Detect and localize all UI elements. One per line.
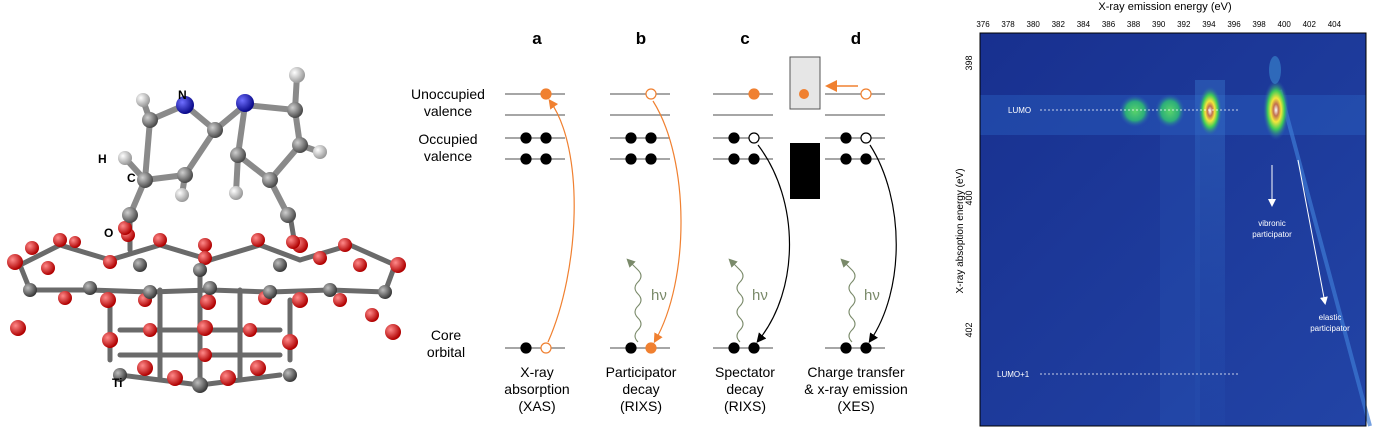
lumo-label: LUMO: [1008, 106, 1031, 115]
photon-wiggles: [626, 258, 856, 343]
panel-letter-c: c: [740, 29, 749, 48]
map-x-tick-label: 400: [1278, 20, 1292, 29]
caption-a-line2: absorption: [504, 381, 569, 397]
atom-label-n: N: [178, 88, 187, 102]
map-x-tick-label: 388: [1127, 20, 1141, 29]
map-x-tick-label: 402: [1303, 20, 1317, 29]
spectator-decay-arrow: [756, 144, 791, 343]
vibronic-label-line1: vibronic: [1258, 219, 1286, 228]
substrate-valence-band: [790, 143, 820, 199]
caption-a-line1: X-ray: [520, 364, 553, 380]
oxygen-atoms: [7, 221, 406, 386]
atom-label-ti: Ti: [112, 376, 122, 390]
map-peak-3: [1198, 86, 1222, 136]
panel-letter-b: b: [636, 29, 646, 48]
panel-letter-d: d: [851, 29, 861, 48]
map-x-tick-label: 384: [1077, 20, 1091, 29]
xes-decay-arrow: [868, 144, 897, 343]
caption-b-line2: decay: [622, 381, 659, 397]
map-y-tick-label: 402: [964, 322, 974, 337]
electrons: [520, 88, 872, 354]
caption-c-line1: Spectator: [715, 364, 775, 380]
panel-letter-a: a: [532, 29, 542, 48]
caption-d-line2: & x-ray emission: [804, 381, 907, 397]
unoccupied-label-line1: Unoccupied: [411, 86, 485, 102]
atom-label-o: O: [104, 226, 113, 240]
caption-b-line1: Participator: [606, 364, 677, 380]
caption-a-line3: (XAS): [518, 398, 555, 414]
unoccupied-label-line2: valence: [424, 103, 472, 119]
map-peak-4: [1263, 80, 1289, 140]
ligand-bonds: [122, 72, 323, 218]
core-label-line2: orbital: [427, 344, 465, 360]
substrate-conduction-band: [789, 56, 821, 110]
hydrogen-atoms: [118, 67, 327, 202]
map-peak-1: [1119, 95, 1151, 127]
atom-label-h: H: [98, 152, 107, 166]
core-label-line1: Core: [431, 327, 462, 343]
elastic-label-line1: elastic: [1319, 313, 1342, 322]
map-x-tick-label: 394: [1202, 20, 1216, 29]
map-x-tick-label: 390: [1152, 20, 1166, 29]
map-peak-2: [1155, 94, 1185, 128]
atom-label-c: C: [127, 171, 136, 185]
rixs-map: X-ray emission energy (eV) 376 378 380 382 3…: [955, 1, 1372, 427]
titanium-atoms: [23, 258, 392, 393]
vibronic-label-line2: participator: [1252, 230, 1292, 239]
map-x-tick-label: 382: [1052, 20, 1066, 29]
photon-label-b: hν: [651, 287, 667, 304]
caption-d-line3: (XES): [837, 398, 874, 414]
map-x-tick-label: 378: [1001, 20, 1015, 29]
absorption-arrow: [547, 99, 575, 343]
lumo1-label: LUMO+1: [997, 370, 1030, 379]
molecule-illustration: N H C O Ti: [7, 67, 406, 393]
map-x-tick-label: 376: [976, 20, 990, 29]
carbon-atoms: [122, 102, 308, 223]
caption-c-line3: (RIXS): [724, 398, 766, 414]
map-x-tick-label: 404: [1328, 20, 1342, 29]
substrate-electron: [799, 89, 809, 99]
caption-d-line1: Charge transfer: [807, 364, 905, 380]
map-x-tick-label: 392: [1177, 20, 1191, 29]
participator-decay-arrow: [652, 100, 682, 344]
map-x-tick-label: 398: [1252, 20, 1266, 29]
map-x-tick-label: 386: [1102, 20, 1116, 29]
energy-level-scheme: Unoccupied valence Occupied valence Core…: [411, 29, 908, 414]
map-top-axis-label: X-ray emission energy (eV): [1098, 1, 1231, 13]
caption-c-line2: decay: [726, 381, 763, 397]
occupied-label-line2: valence: [424, 148, 472, 164]
caption-b-line3: (RIXS): [620, 398, 662, 414]
map-y-tick-label: 398: [964, 55, 974, 70]
nitrogen-atoms: [176, 94, 254, 114]
level-lines: [505, 93, 885, 349]
elastic-arrow: [1297, 159, 1328, 305]
map-y-tick-label: 400: [964, 190, 974, 205]
map-x-tick-label: 396: [1227, 20, 1241, 29]
photon-label-c: hν: [752, 287, 768, 304]
map-x-tick-label: 380: [1027, 20, 1041, 29]
occupied-label-line1: Occupied: [418, 131, 477, 147]
map-y-axis-label: X-ray absoption energy (eV): [955, 168, 966, 293]
elastic-label-line2: participator: [1310, 324, 1350, 333]
cluster-bonds: [17, 207, 398, 388]
photon-label-d: hν: [864, 287, 880, 304]
